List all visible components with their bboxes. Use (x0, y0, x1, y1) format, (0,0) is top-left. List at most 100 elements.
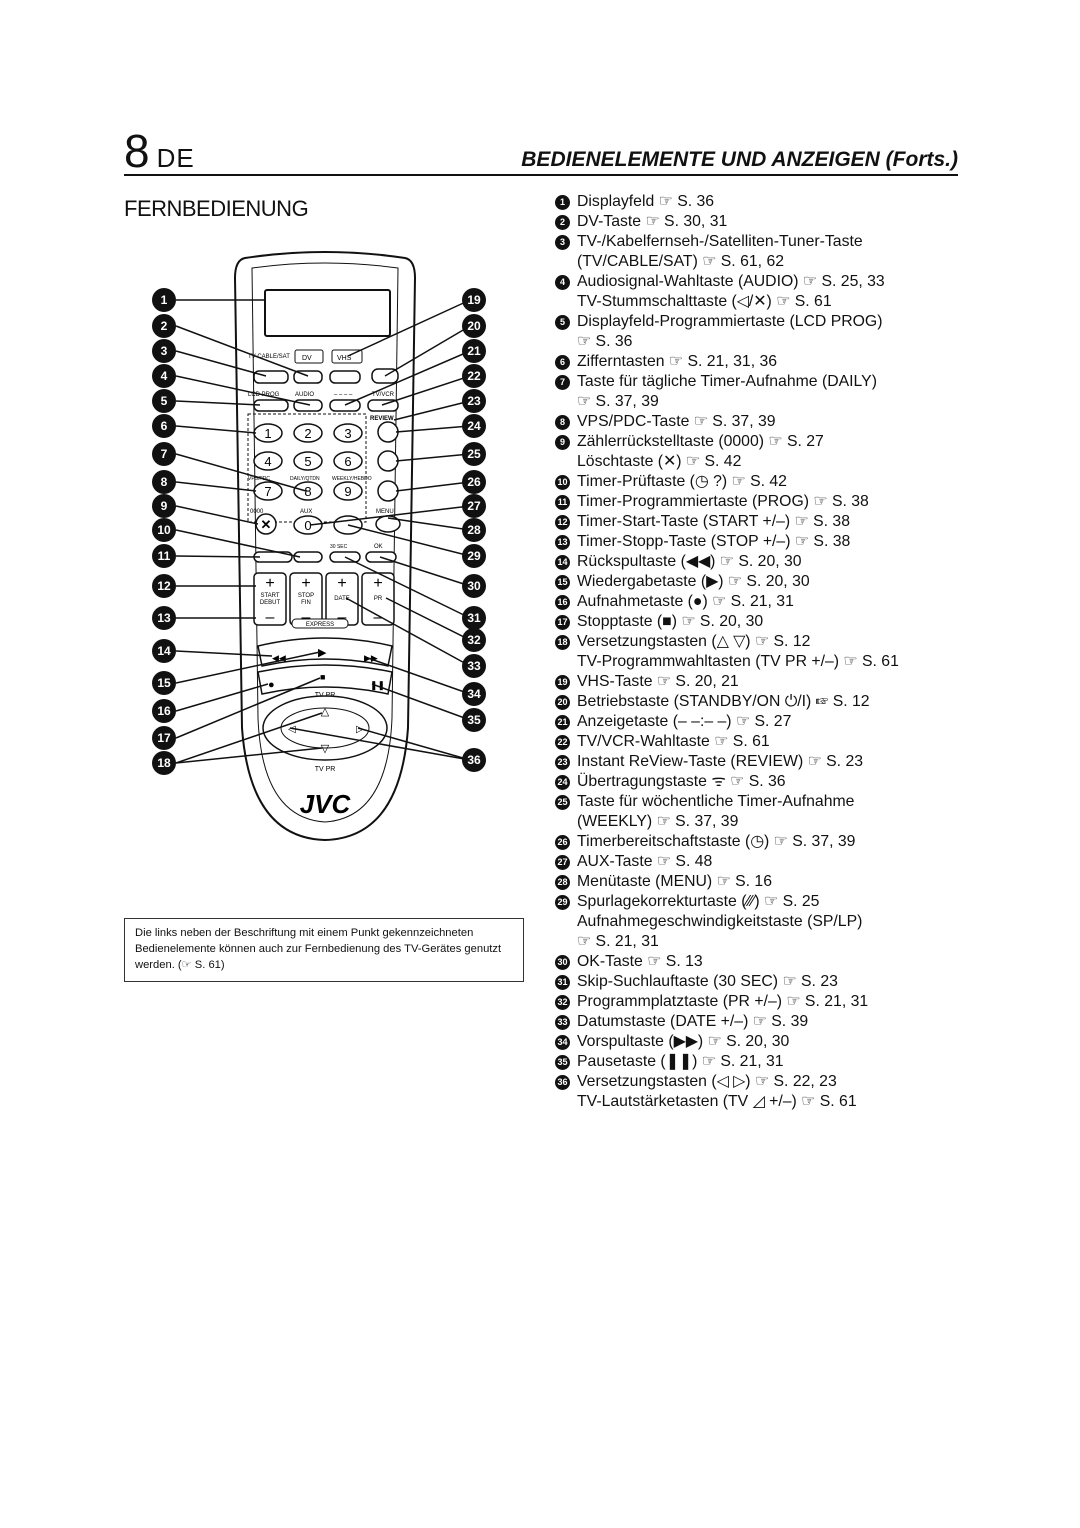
svg-text:✕: ✕ (261, 517, 272, 532)
item-text: DV-Taste ☞ S. 30, 31 (577, 213, 728, 230)
item-number-badge: 4 (555, 275, 570, 290)
item-number-badge: 31 (555, 975, 570, 990)
svg-text:▽: ▽ (321, 743, 330, 755)
label-daily: DAILY/QTDN (290, 476, 320, 482)
item-text: Displayfeld ☞ S. 36 (577, 193, 715, 210)
remote-control-drawing: TV CABLE/SAT DV VHS LCD PROG AUDIO – – –… (175, 251, 471, 842)
item-number-badge: 16 (555, 595, 570, 610)
item-number-badge: 30 (555, 955, 570, 970)
item-text: TV-Stummschalttaste (◁/✕) ☞ S. 61 (577, 293, 832, 310)
item-text: Timer-Prüftaste (◷ ?) ☞ S. 42 (577, 473, 787, 490)
item-number-badge: 23 (555, 755, 570, 770)
svg-text:▶▶: ▶▶ (364, 653, 378, 663)
svg-text:+: + (337, 575, 346, 592)
label-dashes: – – – – (334, 392, 353, 398)
label-tv-pr-bottom: TV PR (315, 766, 336, 773)
svg-text:■: ■ (320, 672, 325, 682)
label-start: START (260, 593, 279, 599)
list-item: 1 Displayfeld ☞ S. 36 (555, 192, 975, 212)
item-number-badge: 27 (555, 855, 570, 870)
svg-text:◀◀: ◀◀ (272, 653, 286, 663)
item-text: Pausetaste (❚❚) ☞ S. 21, 31 (577, 1053, 784, 1070)
callout-badge: 13 (152, 606, 176, 630)
item-text: Zifferntasten ☞ S. 21, 31, 36 (577, 353, 778, 370)
callout-badge: 28 (462, 518, 486, 542)
callout-badge: 20 (462, 314, 486, 338)
item-number-badge: 26 (555, 835, 570, 850)
page-number-value: 8 (124, 125, 150, 177)
item-number-badge: 19 (555, 675, 570, 690)
note-box: Die links neben der Beschriftung mit ein… (124, 918, 524, 982)
item-text: Datumstaste (DATE +/–) ☞ S. 39 (577, 1013, 809, 1030)
digit-5: 5 (304, 454, 311, 469)
callout-badge: 7 (152, 442, 176, 466)
item-number-badge: 11 (555, 495, 570, 510)
item-text: Stopptaste (■) ☞ S. 20, 30 (577, 613, 764, 630)
callout-badge: 17 (152, 726, 176, 750)
label-date: DATE (334, 596, 350, 602)
item-text: TV-Lautstärketasten (TV ◿ +/–) ☞ S. 61 (577, 1093, 857, 1110)
item-text: (WEEKLY) ☞ S. 37, 39 (577, 813, 739, 830)
remote-control-illustration: TV CABLE/SAT DV VHS LCD PROG AUDIO – – –… (150, 248, 500, 848)
label-30sec: 30 SEC (330, 544, 348, 550)
item-text: AUX-Taste ☞ S. 48 (577, 853, 713, 870)
item-text: Skip-Suchlauftaste (30 SEC) ☞ S. 23 (577, 973, 838, 990)
item-text: Aufnahmegeschwindigkeitstaste (SP/LP) (577, 913, 863, 930)
svg-text:–: – (266, 609, 275, 626)
label-aux: AUX (300, 509, 312, 515)
digit-7: 7 (264, 484, 271, 499)
item-number-badge: 20 (555, 695, 570, 710)
item-text: VHS-Taste ☞ S. 20, 21 (577, 673, 739, 690)
item-text: Taste für wöchentliche Timer-Aufnahme (577, 793, 855, 810)
item-text: ☞ S. 37, 39 (577, 393, 659, 410)
callout-badge: 30 (462, 574, 486, 598)
callout-badge: 33 (462, 654, 486, 678)
digit-8: 8 (304, 484, 311, 499)
digit-4: 4 (264, 454, 271, 469)
item-number-badge: 18 (555, 635, 570, 650)
section-title: FERNBEDIENUNG (124, 196, 309, 221)
list-item: 26 Timerbereitschaftstaste (◷) ☞ S. 37, 3… (555, 832, 975, 852)
item-number-badge: 1 (555, 195, 570, 210)
item-text: Spurlagekorrekturtaste (⁄⁄⁄) ☞ S. 25 (577, 893, 820, 910)
item-text: Menütaste (MENU) ☞ S. 16 (577, 873, 773, 890)
item-number-badge: 14 (555, 555, 570, 570)
callout-badge: 31 (462, 606, 486, 630)
display-panel (264, 289, 391, 337)
callout-badge: 34 (462, 682, 486, 706)
callout-badge: 18 (152, 751, 176, 775)
item-number-badge: 22 (555, 735, 570, 750)
header-title: BEDIENELEMENTE UND ANZEIGEN (Forts.) (521, 148, 958, 171)
callout-badge: 25 (462, 442, 486, 466)
item-number-badge: 24 (555, 775, 570, 790)
svg-text:◁: ◁ (288, 724, 296, 735)
item-text: Displayfeld-Programmiertaste (LCD PROG) (577, 313, 883, 330)
callout-badge: 9 (152, 494, 176, 518)
item-text: Anzeigetaste (– –:– –) ☞ S. 27 (577, 713, 792, 730)
callout-badge: 3 (152, 339, 176, 363)
item-text: Versetzungstasten (△ ▽) ☞ S. 12 (577, 633, 811, 650)
item-number-badge: 21 (555, 715, 570, 730)
item-text: ☞ S. 21, 31 (577, 933, 659, 950)
label-ok: OK (374, 544, 383, 550)
callout-badge: 16 (152, 699, 176, 723)
callout-badge: 15 (152, 671, 176, 695)
digit-2: 2 (304, 426, 311, 441)
item-text: Audiosignal-Wahltaste (AUDIO) ☞ S. 25, 3… (577, 273, 885, 290)
callout-badge: 36 (462, 748, 486, 772)
item-text: Timerbereitschaftstaste (◷) ☞ S. 37, 39 (577, 833, 856, 850)
